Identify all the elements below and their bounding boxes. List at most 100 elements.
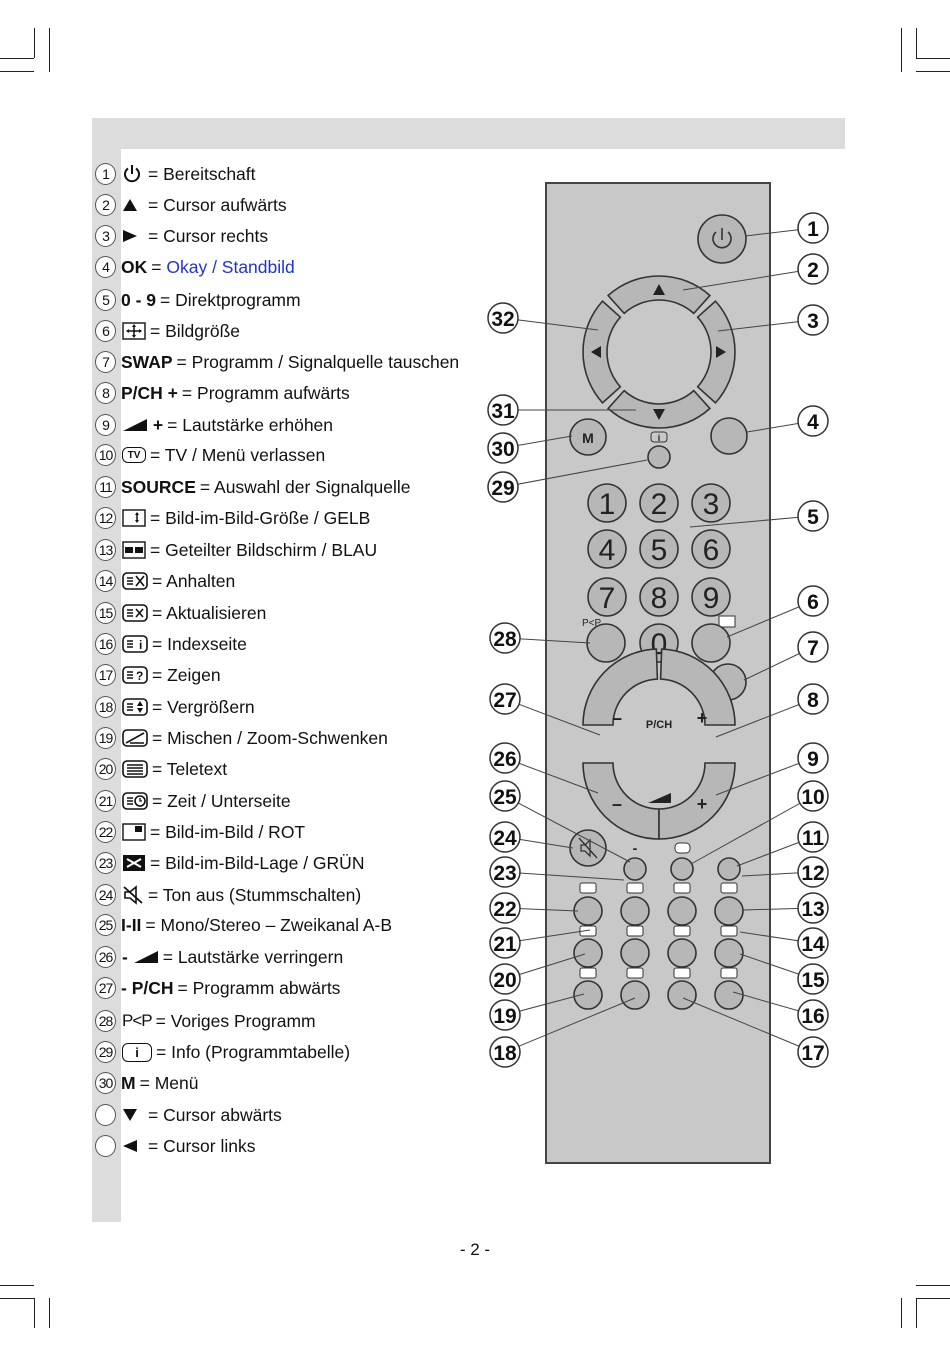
info-button[interactable] bbox=[647, 445, 671, 469]
program-up-button[interactable] bbox=[659, 648, 736, 726]
callout-circle bbox=[797, 1036, 829, 1068]
crop-mark bbox=[0, 58, 34, 59]
cursor-left-button[interactable] bbox=[582, 300, 622, 404]
legend-description: = Menü bbox=[140, 1073, 199, 1094]
callout-circle bbox=[797, 405, 829, 437]
crop-mark bbox=[49, 28, 50, 72]
callout-number: 27 bbox=[493, 689, 516, 712]
legend-separator: = bbox=[177, 977, 188, 998]
legend-row: 12= Bild-im-Bild-Größe / GELB bbox=[95, 504, 370, 532]
legend-key: P/CH + bbox=[121, 383, 178, 404]
callout-number: 9 bbox=[807, 748, 819, 771]
legend-separator: = bbox=[152, 664, 163, 685]
pip-button[interactable] bbox=[573, 896, 603, 926]
ok-button[interactable] bbox=[710, 417, 748, 455]
volume-up-button[interactable] bbox=[658, 762, 736, 840]
crop-mark bbox=[0, 71, 34, 72]
split-screen-button[interactable] bbox=[714, 896, 744, 926]
callout-number: 6 bbox=[807, 591, 819, 614]
teletext-time-button[interactable] bbox=[620, 938, 650, 968]
callout-circle bbox=[489, 622, 521, 654]
callout-number: 10 bbox=[801, 786, 824, 809]
callout-circle bbox=[487, 302, 519, 334]
digit-button[interactable] bbox=[639, 529, 679, 569]
legend-row: = Cursor abwärts bbox=[95, 1101, 282, 1129]
callout-circle bbox=[489, 999, 521, 1031]
legend-description: = Geteilter Bildschirm / BLAU bbox=[150, 540, 377, 561]
callout-circle bbox=[489, 821, 521, 853]
legend-description: = Aktualisieren bbox=[152, 603, 266, 624]
legend-description-text: Bild-im-Bild-Größe / GELB bbox=[165, 507, 371, 528]
teletext-reveal-button[interactable] bbox=[667, 980, 697, 1010]
teletext-button[interactable] bbox=[573, 938, 603, 968]
legend-description-text: Auswahl der Signalquelle bbox=[214, 476, 411, 497]
legend-separator: = bbox=[152, 570, 163, 591]
mono-stereo-button[interactable] bbox=[623, 857, 647, 881]
pip-size-button[interactable] bbox=[667, 896, 697, 926]
legend-description-text: Programm / Signalquelle tauschen bbox=[191, 351, 460, 372]
digit-button[interactable] bbox=[587, 529, 627, 569]
legend-description-text: Cursor aufwärts bbox=[163, 194, 287, 215]
digit-button[interactable] bbox=[691, 483, 731, 523]
legend-separator: = bbox=[150, 852, 161, 873]
legend-description-text: Bild-im-Bild-Lage / GRÜN bbox=[165, 852, 365, 873]
legend-separator: = bbox=[181, 382, 193, 403]
callout-number: 12 bbox=[801, 862, 824, 885]
callout-number: 21 bbox=[493, 933, 517, 956]
legend-description-text: Direktprogramm bbox=[175, 289, 301, 310]
teletext-expand-icon bbox=[122, 698, 148, 716]
digit-button[interactable] bbox=[639, 483, 679, 523]
legend-row: 13= Geteilter Bildschirm / BLAU bbox=[95, 536, 377, 564]
legend-key-text: SOURCE bbox=[121, 476, 196, 497]
pp-icon: P<P bbox=[122, 1011, 153, 1030]
legend-description-text: Bereitschaft bbox=[163, 163, 256, 184]
legend-row: 24= Ton aus (Stummschalten) bbox=[95, 881, 361, 909]
digit-button[interactable] bbox=[691, 529, 731, 569]
volume-wedge-icon bbox=[648, 793, 671, 803]
pip-position-icon bbox=[122, 854, 146, 872]
callout-circle bbox=[489, 892, 521, 924]
crop-mark bbox=[916, 1298, 917, 1328]
menu-label: M bbox=[582, 430, 594, 446]
legend-number: 25 bbox=[95, 914, 116, 936]
source-button[interactable] bbox=[717, 857, 741, 881]
legend-key: SWAP bbox=[121, 352, 173, 373]
callout-number: 30 bbox=[491, 438, 514, 461]
legend-description-text: Zeit / Unterseite bbox=[167, 790, 291, 811]
teletext-index-button[interactable] bbox=[714, 980, 744, 1010]
program-down-button[interactable] bbox=[582, 648, 659, 726]
teletext-expand-button[interactable] bbox=[620, 980, 650, 1010]
picture-size-button[interactable] bbox=[691, 623, 731, 663]
digit-button[interactable] bbox=[691, 577, 731, 617]
digit-button[interactable] bbox=[587, 577, 627, 617]
callout-number: 31 bbox=[491, 400, 515, 423]
callout-number: 3 bbox=[807, 310, 819, 333]
digit-label: 6 bbox=[703, 534, 720, 567]
callout-number: 13 bbox=[801, 898, 824, 921]
teletext-index-icon bbox=[720, 967, 738, 979]
menu-button[interactable] bbox=[569, 418, 607, 456]
teletext-update-button[interactable] bbox=[714, 938, 744, 968]
callout-number: 17 bbox=[801, 1042, 824, 1065]
digit-button[interactable] bbox=[587, 483, 627, 523]
power-icon bbox=[122, 164, 144, 184]
teletext-hold-button[interactable] bbox=[667, 938, 697, 968]
power-icon bbox=[712, 231, 732, 249]
digit-button[interactable] bbox=[639, 577, 679, 617]
legend-number: 9 bbox=[95, 414, 116, 436]
pip-position-button[interactable] bbox=[620, 896, 650, 926]
legend-key-text: 0 - 9 bbox=[121, 289, 157, 310]
legend-description: = Bild-im-Bild / ROT bbox=[150, 822, 305, 843]
tv-button[interactable] bbox=[670, 857, 694, 881]
teletext-icon bbox=[579, 925, 597, 937]
volume-down-button[interactable] bbox=[582, 762, 660, 840]
legend-description: = Lautstärke erhöhen bbox=[167, 415, 333, 436]
teletext-mix-button[interactable] bbox=[573, 980, 603, 1010]
previous-program-button[interactable] bbox=[586, 623, 626, 663]
digit-label: 2 bbox=[651, 488, 668, 521]
tv-icon bbox=[674, 842, 691, 854]
